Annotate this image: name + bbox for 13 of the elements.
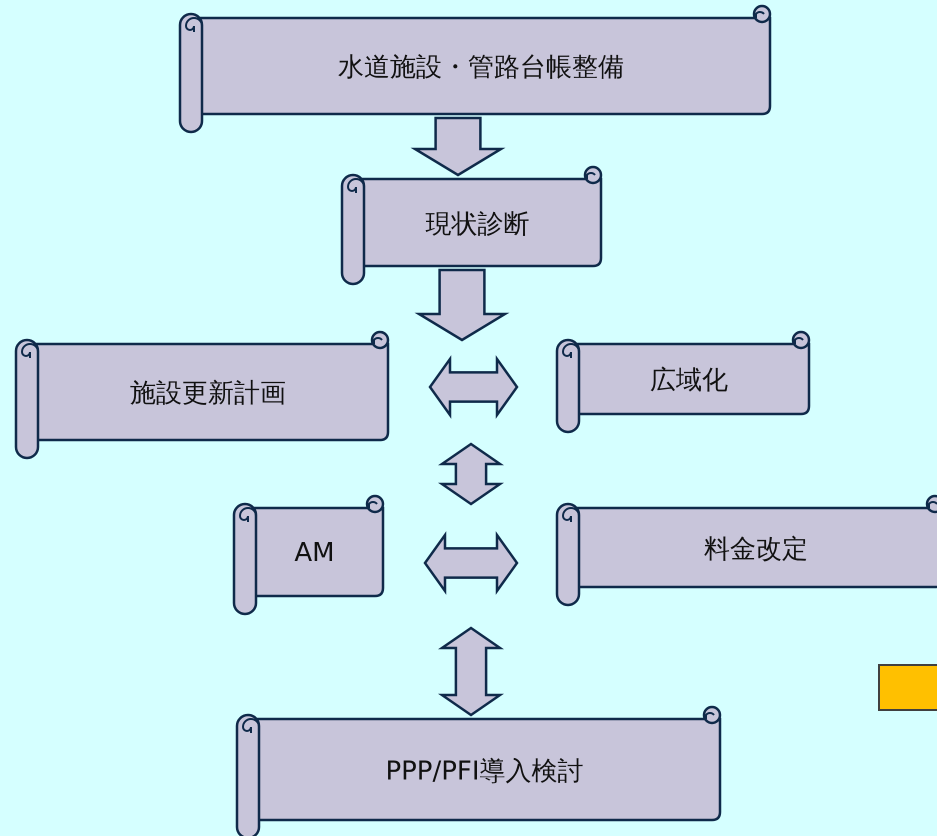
step-label: 施設更新計画 [130,378,286,410]
block-arrow [410,116,506,176]
step-label: 現状診断 [426,208,530,241]
double-arrow [423,531,519,595]
double-arrow [438,626,504,717]
step-label: PPP/PFI導入検討 [385,755,584,788]
double-arrow [428,355,519,419]
block-arrow [414,268,510,342]
step-label: AM [294,538,335,568]
step-label: 水道施設・管路台帳整備 [338,52,624,84]
step-label: 料金改定 [704,533,808,566]
double-arrow [438,442,504,506]
step-label: 広域化 [650,364,728,398]
